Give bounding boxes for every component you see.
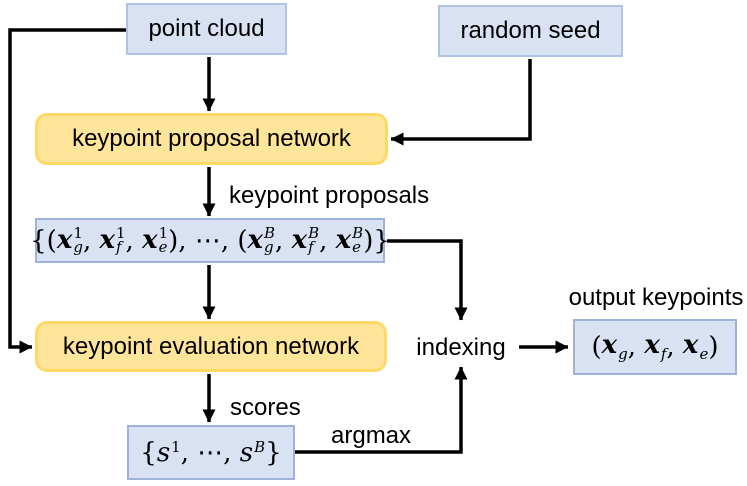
label-keypoint-proposals: keypoint proposals — [229, 182, 430, 209]
arrow-point-cloud-to-evaluation-network-feedback — [8, 28, 126, 354]
label-output-keypoints: output keypoints — [568, 284, 744, 311]
node-point-cloud-label: point cloud — [148, 15, 265, 42]
arrow-scores-to-indexing-argmax — [295, 366, 468, 454]
label-indexing: indexing — [416, 334, 506, 361]
node-keypoint-proposal-network: keypoint proposal network — [35, 113, 388, 165]
node-random-seed-label: random seed — [460, 17, 601, 44]
node-keypoint-proposal-network-label: keypoint proposal network — [72, 125, 351, 152]
arrow-random-seed-to-proposal-network — [390, 59, 532, 146]
node-random-seed: random seed — [438, 5, 623, 57]
label-argmax: argmax — [331, 422, 412, 449]
label-scores: scores — [230, 394, 301, 421]
arrow-proposal-set-to-indexing — [387, 239, 468, 321]
node-output-tuple-math: (xg, xf, xe) — [573, 319, 737, 375]
node-scores-set-math: {s1, ⋯, sB} — [127, 425, 295, 480]
node-keypoint-evaluation-network: keypoint evaluation network — [35, 321, 387, 372]
node-keypoint-evaluation-network-label: keypoint evaluation network — [62, 332, 360, 360]
node-point-cloud: point cloud — [126, 3, 287, 55]
